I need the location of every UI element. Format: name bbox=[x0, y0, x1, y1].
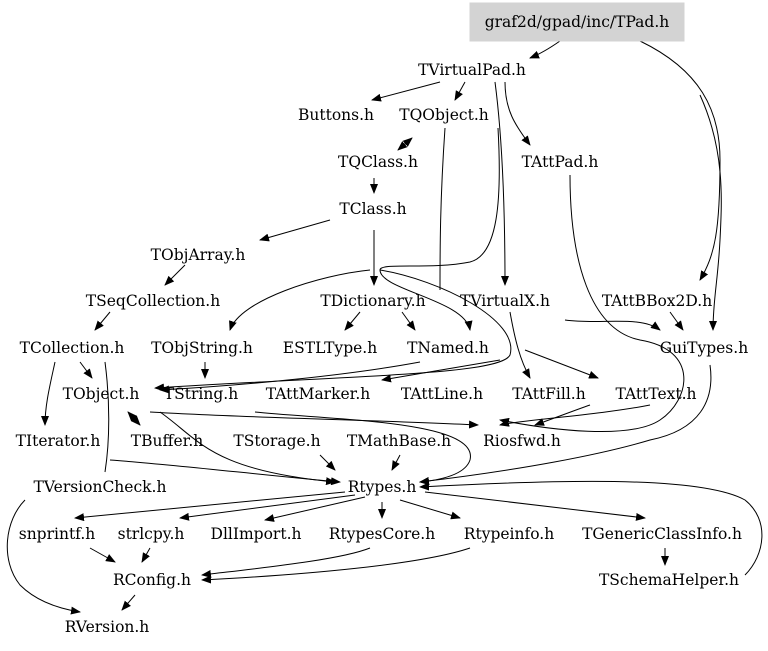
node-tattfill[interactable]: TAttFill.h bbox=[512, 385, 585, 403]
node-dllimport[interactable]: DllImport.h bbox=[211, 525, 302, 543]
node-rconfig[interactable]: RConfig.h bbox=[113, 571, 191, 589]
node-rtypes[interactable]: Rtypes.h bbox=[348, 478, 417, 496]
node-tobjstring[interactable]: TObjString.h bbox=[151, 339, 253, 357]
node-tcollection[interactable]: TCollection.h bbox=[20, 339, 125, 357]
edge-tvirtualx-tattmarker bbox=[381, 359, 501, 383]
edge-tobject-riosfwd bbox=[149, 411, 479, 429]
node-tseqcollection[interactable]: TSeqCollection.h bbox=[86, 292, 220, 310]
edge-tclass-tobject bbox=[154, 269, 512, 392]
node-titerator[interactable]: TIterator.h bbox=[16, 432, 101, 450]
node-buttons[interactable]: Buttons.h bbox=[298, 106, 374, 124]
edge-tstring-rtypes bbox=[254, 411, 471, 486]
node-tclass[interactable]: TClass.h bbox=[339, 200, 406, 218]
node-tversioncheck[interactable]: TVersionCheck.h bbox=[34, 478, 167, 496]
edge-tcollection-titerator bbox=[41, 361, 56, 426]
edge-tatttext-riosfwd bbox=[499, 404, 651, 427]
node-tbuffer[interactable]: TBuffer.h bbox=[131, 432, 204, 450]
edge-tcollection-tobject bbox=[79, 361, 93, 379]
node-tattpad[interactable]: TAttPad.h bbox=[522, 153, 599, 171]
node-tattmarker[interactable]: TAttMarker.h bbox=[266, 385, 371, 403]
root-node-box bbox=[469, 2, 685, 42]
edge-strlcpy-rconfig bbox=[141, 547, 151, 563]
edge-rtypes-snprintf bbox=[74, 491, 346, 522]
node-tnamed[interactable]: TNamed.h bbox=[407, 339, 489, 357]
edge-tobjarray-tseqcollection bbox=[164, 264, 186, 286]
edge-root-guitypes bbox=[699, 94, 722, 331]
node-strlcpy[interactable]: strlcpy.h bbox=[118, 525, 185, 543]
node-tgenericclassinfo[interactable]: TGenericClassInfo.h bbox=[582, 525, 742, 543]
edge-tvirtualpad-tvirtualx bbox=[494, 81, 509, 286]
edge-tdictionary-tnamed bbox=[401, 311, 416, 331]
edge-tvirtualpad-tattpad bbox=[504, 81, 531, 146]
edge-tvirtualpad-tqobject bbox=[454, 81, 466, 101]
edge-tseqcollection-tcollection bbox=[94, 311, 111, 331]
edge-tvirtualx-tattline bbox=[509, 311, 531, 379]
node-tattbbox2d[interactable]: TAttBBox2D.h bbox=[602, 292, 712, 310]
node-tqclass[interactable]: TQClass.h bbox=[338, 153, 418, 171]
edge-rtypescore-rconfig bbox=[201, 547, 371, 578]
edge-tobject-tbuffer bbox=[127, 411, 141, 426]
edge-tschemahelper-rtypes bbox=[419, 480, 763, 576]
edge-tattline-riosfwd bbox=[534, 404, 591, 426]
edge-rtypeinfo-rconfig bbox=[201, 547, 471, 584]
edge-tcollection-tversioncheck bbox=[104, 361, 110, 473]
edge-tqobject-tnamed bbox=[379, 127, 500, 331]
node-tstorage[interactable]: TStorage.h bbox=[233, 432, 320, 450]
edge-tvirtualx-tattfill bbox=[524, 349, 599, 379]
graph-nodes: graf2d/gpad/inc/TPad.h TVirtualPad.h But… bbox=[16, 13, 749, 636]
edge-tclass-tobjstring bbox=[229, 269, 371, 331]
edge-guitypes-rtypes bbox=[419, 364, 712, 485]
edge-tattbbox2d-guitypes bbox=[669, 311, 684, 331]
node-tdictionary[interactable]: TDictionary.h bbox=[320, 292, 425, 310]
node-tstring[interactable]: TString.h bbox=[164, 385, 238, 403]
node-rtypeinfo[interactable]: Rtypeinfo.h bbox=[464, 525, 554, 543]
dependency-edges bbox=[6, 40, 763, 615]
node-riosfwd[interactable]: Riosfwd.h bbox=[483, 432, 561, 450]
node-tvirtualx[interactable]: TVirtualX.h bbox=[460, 292, 550, 310]
edge-rconfig-rversion bbox=[121, 594, 136, 611]
node-root[interactable]: graf2d/gpad/inc/TPad.h bbox=[485, 13, 670, 31]
node-tobject[interactable]: TObject.h bbox=[63, 385, 140, 403]
edge-tvirtualpad-buttons bbox=[371, 81, 441, 102]
edge-snprintf-rconfig bbox=[89, 547, 116, 563]
edge-tmathbase-rtypes bbox=[391, 454, 401, 471]
node-tobjarray[interactable]: TObjArray.h bbox=[151, 246, 246, 264]
edge-tattpad-guitypes bbox=[499, 174, 685, 432]
edge-root-tvirtualpad bbox=[529, 40, 561, 59]
edge-tclass-tobjarray bbox=[259, 219, 331, 242]
edge-tqobject-tqclass bbox=[397, 137, 413, 151]
node-rversion[interactable]: RVersion.h bbox=[65, 618, 150, 636]
node-snprintf[interactable]: snprintf.h bbox=[19, 525, 96, 543]
edge-tqobject-down bbox=[439, 127, 446, 291]
node-tschemahelper[interactable]: TSchemaHelper.h bbox=[599, 571, 739, 589]
node-tqobject[interactable]: TQObject.h bbox=[399, 106, 488, 124]
edge-tobject-rtypes bbox=[159, 411, 336, 486]
edge-tdictionary-estltype bbox=[344, 311, 361, 331]
edge-tvirtualx-guitypes bbox=[564, 319, 661, 331]
node-guitypes[interactable]: GuiTypes.h bbox=[660, 339, 748, 357]
edge-tstorage-rtypes bbox=[319, 454, 336, 471]
node-estltype[interactable]: ESTLType.h bbox=[283, 339, 377, 357]
edge-rtypes-strlcpy bbox=[179, 494, 356, 521]
edge-rtypes-tgenericclassinfo bbox=[424, 491, 646, 521]
edge-rtypes-dllimport bbox=[264, 496, 366, 522]
edge-root-tattbbox2d bbox=[639, 40, 721, 281]
node-tmathbase[interactable]: TMathBase.h bbox=[347, 432, 451, 450]
edge-tnamed-tobject bbox=[159, 361, 421, 394]
node-tvirtualpad[interactable]: TVirtualPad.h bbox=[418, 61, 526, 79]
edge-tversioncheck-rtypes bbox=[109, 459, 341, 486]
edge-tversioncheck-rversion bbox=[6, 499, 81, 615]
edge-rtypes-rtypeinfo bbox=[399, 499, 461, 520]
node-tattline[interactable]: TAttLine.h bbox=[401, 385, 483, 403]
node-tatttext[interactable]: TAttText.h bbox=[615, 385, 696, 403]
node-rtypescore[interactable]: RtypesCore.h bbox=[329, 525, 435, 543]
